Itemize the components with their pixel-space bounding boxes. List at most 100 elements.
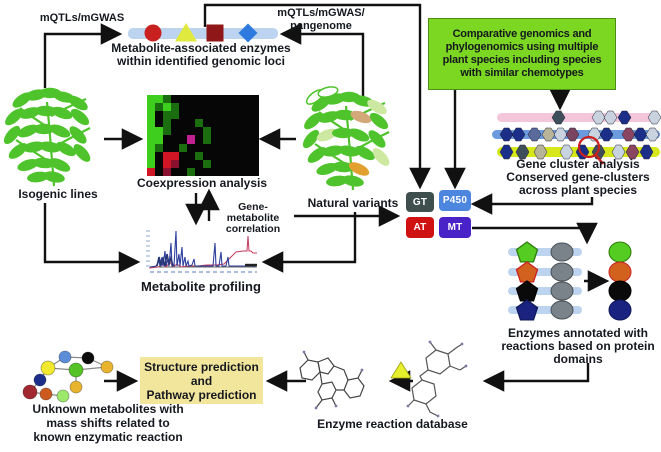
substrate-structure-illustration [406,340,468,418]
heatmap-cell [195,127,203,136]
arrow-natural-to-locus [279,23,365,98]
domain-oval-gray [550,262,574,282]
heatmap-cell [163,143,171,152]
gene-glyph [639,144,654,160]
heatmap-cell [195,95,203,104]
plant-leaf [49,124,71,138]
heatmap-cell [155,159,163,168]
plant-leaf [350,110,372,124]
heatmap-cell [195,167,203,176]
heatmap-cell [195,119,203,128]
heatmap-cell [171,159,179,168]
plant-leaf [368,130,386,148]
heatmap-cell [171,127,179,136]
heatmap-cell [163,95,171,104]
heatmap-cell [147,111,155,120]
product-structure-illustration [299,350,365,410]
enzymes-annotated-caption: Enzymes annotated with reactions based o… [501,326,655,366]
prediction-box-line1: Structure prediction [144,359,259,374]
mqtls-pangenome-label: mQTLs/mGWAS/ pangenome [277,7,365,32]
heatmap-cell [203,135,211,144]
heatmap-cell [195,143,203,152]
heatmap-cell [235,111,243,120]
plant-leaf [49,158,71,172]
heatmap-cell [235,135,243,144]
domain-pentagon [515,280,539,302]
heatmap-cell [251,159,259,168]
metabolite-profiling-chart [146,230,257,273]
reaction-product-oval [608,241,632,263]
unknown-metabolites-caption: Unknown metabolites with mass shifts rel… [32,402,184,444]
plant-leaf [68,95,88,111]
heatmap-cell [179,103,187,112]
plant-leaf [51,106,73,120]
heatmap-cell [203,103,211,112]
heatmap-cell [235,151,243,160]
locus-enzyme-markers [144,23,258,43]
heatmap-cell [195,103,203,112]
coexpression-label: Coexpression analysis [136,176,268,190]
enzyme-family-gt: GT [406,192,434,212]
heatmap-cell [155,167,163,176]
heatmap-cell [235,167,243,176]
heatmap-cell [227,119,235,128]
heatmap-cell [211,111,219,120]
heatmap-cell [219,111,227,120]
enzyme-family-mt: MT [439,217,471,238]
plant-leaf [73,144,91,162]
heatmap-cell [235,159,243,168]
heatmap-cell [219,103,227,112]
heatmap-cell [251,103,259,112]
domain-pentagon [515,241,539,263]
heatmap-cell [243,103,251,112]
heatmap-cell [219,119,227,128]
locus-marker-circle [144,24,162,42]
heatmap-cell [179,135,187,144]
heatmap-cell [155,95,163,104]
heatmap-cell [251,135,259,144]
heatmap-cell [147,95,155,104]
locus-marker-triangle [175,23,197,42]
plant-leaf [348,162,370,176]
plant-leaf [5,108,23,126]
plant-leaf [35,105,57,117]
arrow-locus-to-gt [203,3,431,190]
prediction-box-line2: and [190,373,213,388]
heatmap-cell [179,151,187,160]
heatmap-cell [179,127,187,136]
gene-cluster-caption: Gene cluster analysis Conserved gene-clu… [506,157,650,197]
heatmap-cell [211,95,219,104]
heatmap-cell [155,135,163,144]
plant-leaf [43,171,65,183]
heatmap-cell [187,135,195,144]
gene-glyph [541,127,556,142]
network-node [58,350,72,364]
plant-leaf [338,145,360,157]
plant-leaf [367,99,387,115]
heatmap-cell [211,167,219,176]
heatmap-cell [171,167,179,176]
heatmap-cell [195,159,203,168]
network-node [33,373,47,387]
heatmap-cell [187,103,195,112]
reaction-product-oval [608,280,632,302]
connector-arrows [43,3,610,392]
enzyme-family-at: AT [406,217,434,238]
heatmap-cell [171,151,179,160]
heatmap-cell [251,167,259,176]
heatmap-cell [219,159,227,168]
heatmap-cell [187,143,195,152]
comparative-box-line2: phylogenomics using multiple [445,41,599,53]
magnifier-icon [577,135,601,159]
network-node [40,360,56,376]
gene-glyph [553,127,568,142]
heatmap-cell [203,127,211,136]
heatmap-cell [235,95,243,104]
heatmap-cell [203,159,211,168]
heatmap-cell [243,135,251,144]
network-node [22,384,38,400]
gene-glyph [515,144,530,160]
domain-pentagon [515,299,539,321]
plant-leaf [342,175,364,187]
genomic-locus-bar [128,28,278,39]
